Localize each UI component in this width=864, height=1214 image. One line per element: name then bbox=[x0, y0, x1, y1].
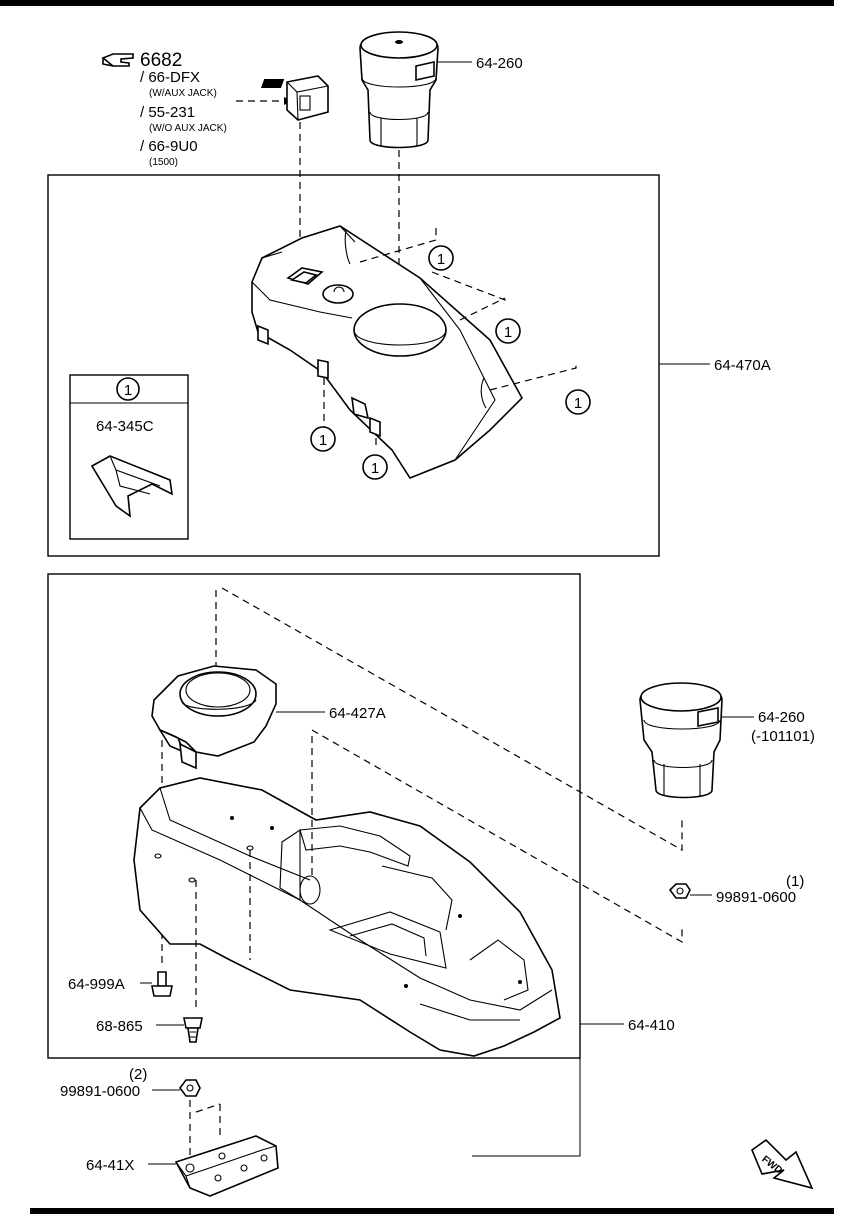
label-nut-bottom: 99891-0600 bbox=[60, 1083, 140, 1100]
label-nut-right-qty: (1) bbox=[786, 873, 804, 890]
lower-frame-extension bbox=[472, 1058, 581, 1157]
svg-text:1: 1 bbox=[124, 382, 132, 399]
reference-block: 6682 / 66-DFX (W/AUX JACK) / 55-231 (W/O… bbox=[101, 50, 292, 168]
svg-text:1: 1 bbox=[371, 460, 379, 477]
reference-note-1: (W/AUX JACK) bbox=[149, 88, 217, 99]
label-console-upper: 64-470A bbox=[714, 357, 771, 374]
pointing-hand-icon bbox=[101, 53, 134, 67]
top-border-bar bbox=[0, 0, 834, 6]
clip-fastener bbox=[183, 1017, 203, 1043]
clip-inset: 1 64-345C bbox=[69, 374, 189, 540]
fwd-arrow-icon: FWD bbox=[751, 1138, 814, 1190]
clip-dash-lines bbox=[323, 228, 577, 448]
svg-text:1: 1 bbox=[437, 251, 445, 268]
reference-note-2: (W/O AUX JACK) bbox=[149, 123, 227, 134]
aux-jack-switch bbox=[260, 75, 329, 121]
bracket-dash-lines bbox=[189, 1100, 221, 1160]
label-cup-top: 64-260 bbox=[476, 55, 523, 72]
cup-ring bbox=[151, 665, 277, 770]
circle-marker-4: 1 bbox=[310, 426, 336, 452]
console-lower-dash-lines bbox=[195, 736, 313, 1010]
clip-part bbox=[90, 455, 174, 518]
svg-text:1: 1 bbox=[574, 395, 582, 412]
reference-number: 6682 bbox=[140, 50, 182, 71]
label-clip-fastener: 68-865 bbox=[96, 1018, 143, 1035]
bracket bbox=[174, 1135, 279, 1197]
console-upper-panel bbox=[251, 225, 523, 479]
reference-code-3: / 66-9U0 bbox=[140, 138, 198, 155]
circle-marker-1: 1 bbox=[428, 245, 454, 271]
ring-dash-lines bbox=[215, 587, 683, 944]
label-console-lower: 64-410 bbox=[628, 1017, 675, 1034]
console-lower-body bbox=[133, 777, 561, 1057]
label-nut-bottom-qty: (2) bbox=[129, 1066, 147, 1083]
lower-assembly-frame bbox=[47, 573, 581, 1059]
label-bolt: 64-999A bbox=[68, 976, 125, 993]
label-cup-lower-note: (-101101) bbox=[751, 728, 815, 745]
cup-holder-lower bbox=[639, 682, 723, 799]
cup-holder-top bbox=[359, 31, 439, 149]
nut-right bbox=[668, 883, 691, 899]
label-bracket: 64-41X bbox=[86, 1157, 134, 1174]
svg-text:1: 1 bbox=[319, 432, 327, 449]
label-cup-lower: 64-260 bbox=[758, 709, 805, 726]
circle-marker-2: 1 bbox=[495, 318, 521, 344]
reference-note-3: (1500) bbox=[149, 157, 178, 168]
reference-code-1: / 66-DFX bbox=[140, 69, 200, 86]
nut-bottom bbox=[179, 1079, 201, 1097]
bolt bbox=[151, 971, 173, 997]
svg-text:1: 1 bbox=[504, 324, 512, 341]
bottom-border-bar bbox=[30, 1208, 834, 1214]
upper-assembly-frame bbox=[47, 174, 660, 557]
circle-marker-5: 1 bbox=[362, 454, 388, 480]
label-nut-right: 99891-0600 bbox=[716, 889, 796, 906]
reference-code-2: / 55-231 bbox=[140, 104, 195, 121]
circle-marker-3: 1 bbox=[565, 389, 591, 415]
label-clip: 64-345C bbox=[96, 418, 154, 435]
label-ring: 64-427A bbox=[329, 705, 386, 722]
